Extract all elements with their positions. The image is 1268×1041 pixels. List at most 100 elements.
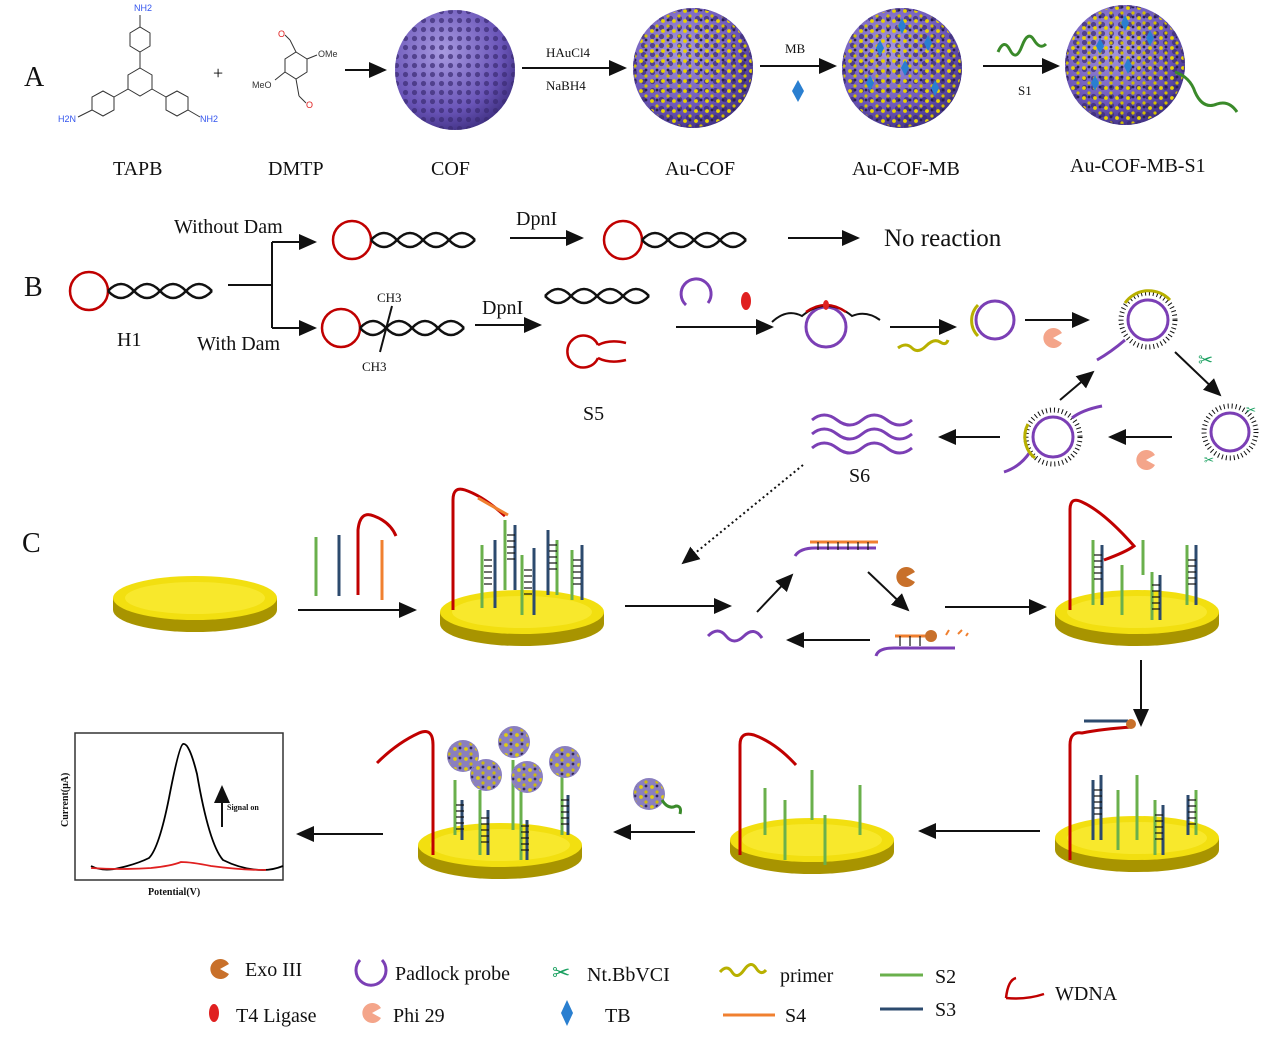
label-dpni-2: DpnI [482, 297, 523, 319]
label-au-cof: Au-COF [665, 158, 735, 180]
label-dmtp: DMTP [268, 158, 324, 180]
label-ch3-bottom: CH3 [362, 359, 387, 374]
chart-ylabel: Current(μA) [60, 773, 71, 827]
dmtp-o-bottom: O [306, 100, 313, 110]
mb-diamonds-2 [1091, 15, 1154, 91]
au-cof-sphere [633, 8, 753, 128]
gold-electrode-bare [113, 576, 277, 632]
s1-label: S1 [1018, 83, 1032, 98]
electrode-s2-exposed [730, 732, 894, 874]
blank-curve [90, 861, 267, 871]
label-no-reaction: No reaction [884, 225, 1002, 252]
arrow-cycle-up [1059, 370, 1095, 401]
dmtp-structure [274, 34, 318, 104]
t4-ligase-icon [741, 292, 751, 310]
tapb-nh2-right: NH2 [200, 114, 218, 124]
label-cof: COF [431, 158, 470, 180]
label-au-cof-mb-s1: Au-COF-MB-S1 [1070, 155, 1206, 177]
wdna-legend-icon [1004, 976, 1045, 1000]
svg-text:✂: ✂ [1246, 403, 1256, 417]
tapb-h2n-left: H2N [58, 114, 76, 124]
primer-legend-icon [718, 963, 768, 977]
probe-tail [660, 799, 682, 815]
legend-padlock: Padlock probe [395, 963, 510, 985]
arrow-cycle-down [1174, 351, 1222, 397]
electrode-after-exo [1055, 498, 1219, 646]
exo-iii-icon [210, 959, 229, 979]
mb-label: MB [785, 41, 806, 56]
legend-s3: S3 [935, 999, 956, 1021]
dpv-inset-chart: Signal on Potential(V) Current(μA) [60, 732, 284, 898]
panel-label-c: C [22, 528, 41, 559]
rca-circle-3 [1003, 404, 1103, 474]
label-without-dam: Without Dam [174, 216, 283, 238]
nicking-scissors-icon: ✂ [1198, 350, 1213, 370]
label-with-dam: With Dam [197, 333, 281, 355]
phi29-icon-2 [1136, 450, 1155, 470]
phi29-legend-icon [362, 1003, 381, 1023]
legend: Exo III T4 Ligase Padlock probe Phi 29 ✂… [209, 958, 1118, 1027]
hairpin-methylated [320, 305, 466, 353]
strand-mix [314, 513, 398, 600]
mb-diamond-icon [792, 80, 804, 102]
t4-ligase-legend-icon [209, 1004, 219, 1022]
legend-nt-bbvci: Nt.BbVCI [587, 964, 670, 986]
padlock-primer [970, 299, 1016, 341]
electrode-s4-released [1055, 719, 1219, 872]
legend-s4: S4 [785, 1005, 806, 1027]
scissors-legend-icon: ✂ [552, 960, 570, 985]
hauc14-label: HAuCl4 [546, 45, 591, 60]
au-cof-mb-s1-probe-icon [633, 778, 665, 810]
dmtp-o-top: O [278, 29, 285, 39]
h1-hairpin [68, 270, 214, 312]
label-tapb: TAPB [113, 158, 163, 180]
cleaved-duplex [543, 287, 651, 305]
tapb-nh2-top: NH2 [134, 3, 152, 13]
padlock-probe-icon [679, 277, 713, 307]
signal-on-label: Signal on [227, 803, 259, 812]
cof-sphere [395, 10, 515, 130]
nabh4-label: NaBH4 [546, 78, 586, 93]
legend-tb: TB [605, 1005, 631, 1027]
label-h1: H1 [117, 329, 141, 351]
rca-circle-2: ✂✂ [1201, 403, 1259, 467]
hairpin-unmethylated [331, 219, 477, 261]
legend-wdna: WDNA [1055, 983, 1118, 1005]
legend-t4-ligase: T4 Ligase [236, 1005, 317, 1027]
dmtp-ome: OMe [318, 49, 338, 59]
legend-primer: primer [780, 965, 834, 987]
legend-phi29: Phi 29 [393, 1005, 445, 1027]
dotted-arrow-s6 [681, 464, 804, 565]
primer-strand [897, 339, 950, 353]
branch-lines [228, 242, 273, 328]
dmtp-meo: MeO [252, 80, 272, 90]
legend-s2: S2 [935, 966, 956, 988]
mb-diamonds [866, 18, 939, 96]
panel-label-a: A [24, 62, 45, 93]
panel-label-b: B [24, 272, 43, 303]
s1-strand-icon [996, 34, 1048, 57]
electrode-signal [375, 726, 582, 879]
label-dpni-1: DpnI [516, 208, 557, 230]
s5-hook [566, 334, 627, 369]
svg-text:✂: ✂ [1204, 453, 1214, 467]
chart-frame [74, 732, 284, 881]
hairpin-unchanged [602, 219, 748, 261]
s1-tail [1174, 70, 1239, 113]
exo-cycle [706, 540, 969, 657]
s6-strands [811, 413, 913, 455]
label-au-cof-mb: Au-COF-MB [852, 158, 960, 180]
padlock-hybridized [771, 300, 881, 349]
chart-xlabel: Potential(V) [148, 887, 200, 898]
phi29-icon [1043, 328, 1062, 348]
tapb-structure [77, 15, 201, 118]
rca-circle-1 [1096, 289, 1178, 362]
label-s5: S5 [583, 403, 604, 425]
legend-exo-iii: Exo III [245, 959, 302, 981]
electrode-assembled [440, 487, 604, 646]
padlock-legend-icon [354, 958, 388, 987]
label-s6: S6 [849, 465, 870, 487]
tb-legend-icon [561, 1000, 573, 1026]
plus-sign: + [213, 63, 223, 83]
